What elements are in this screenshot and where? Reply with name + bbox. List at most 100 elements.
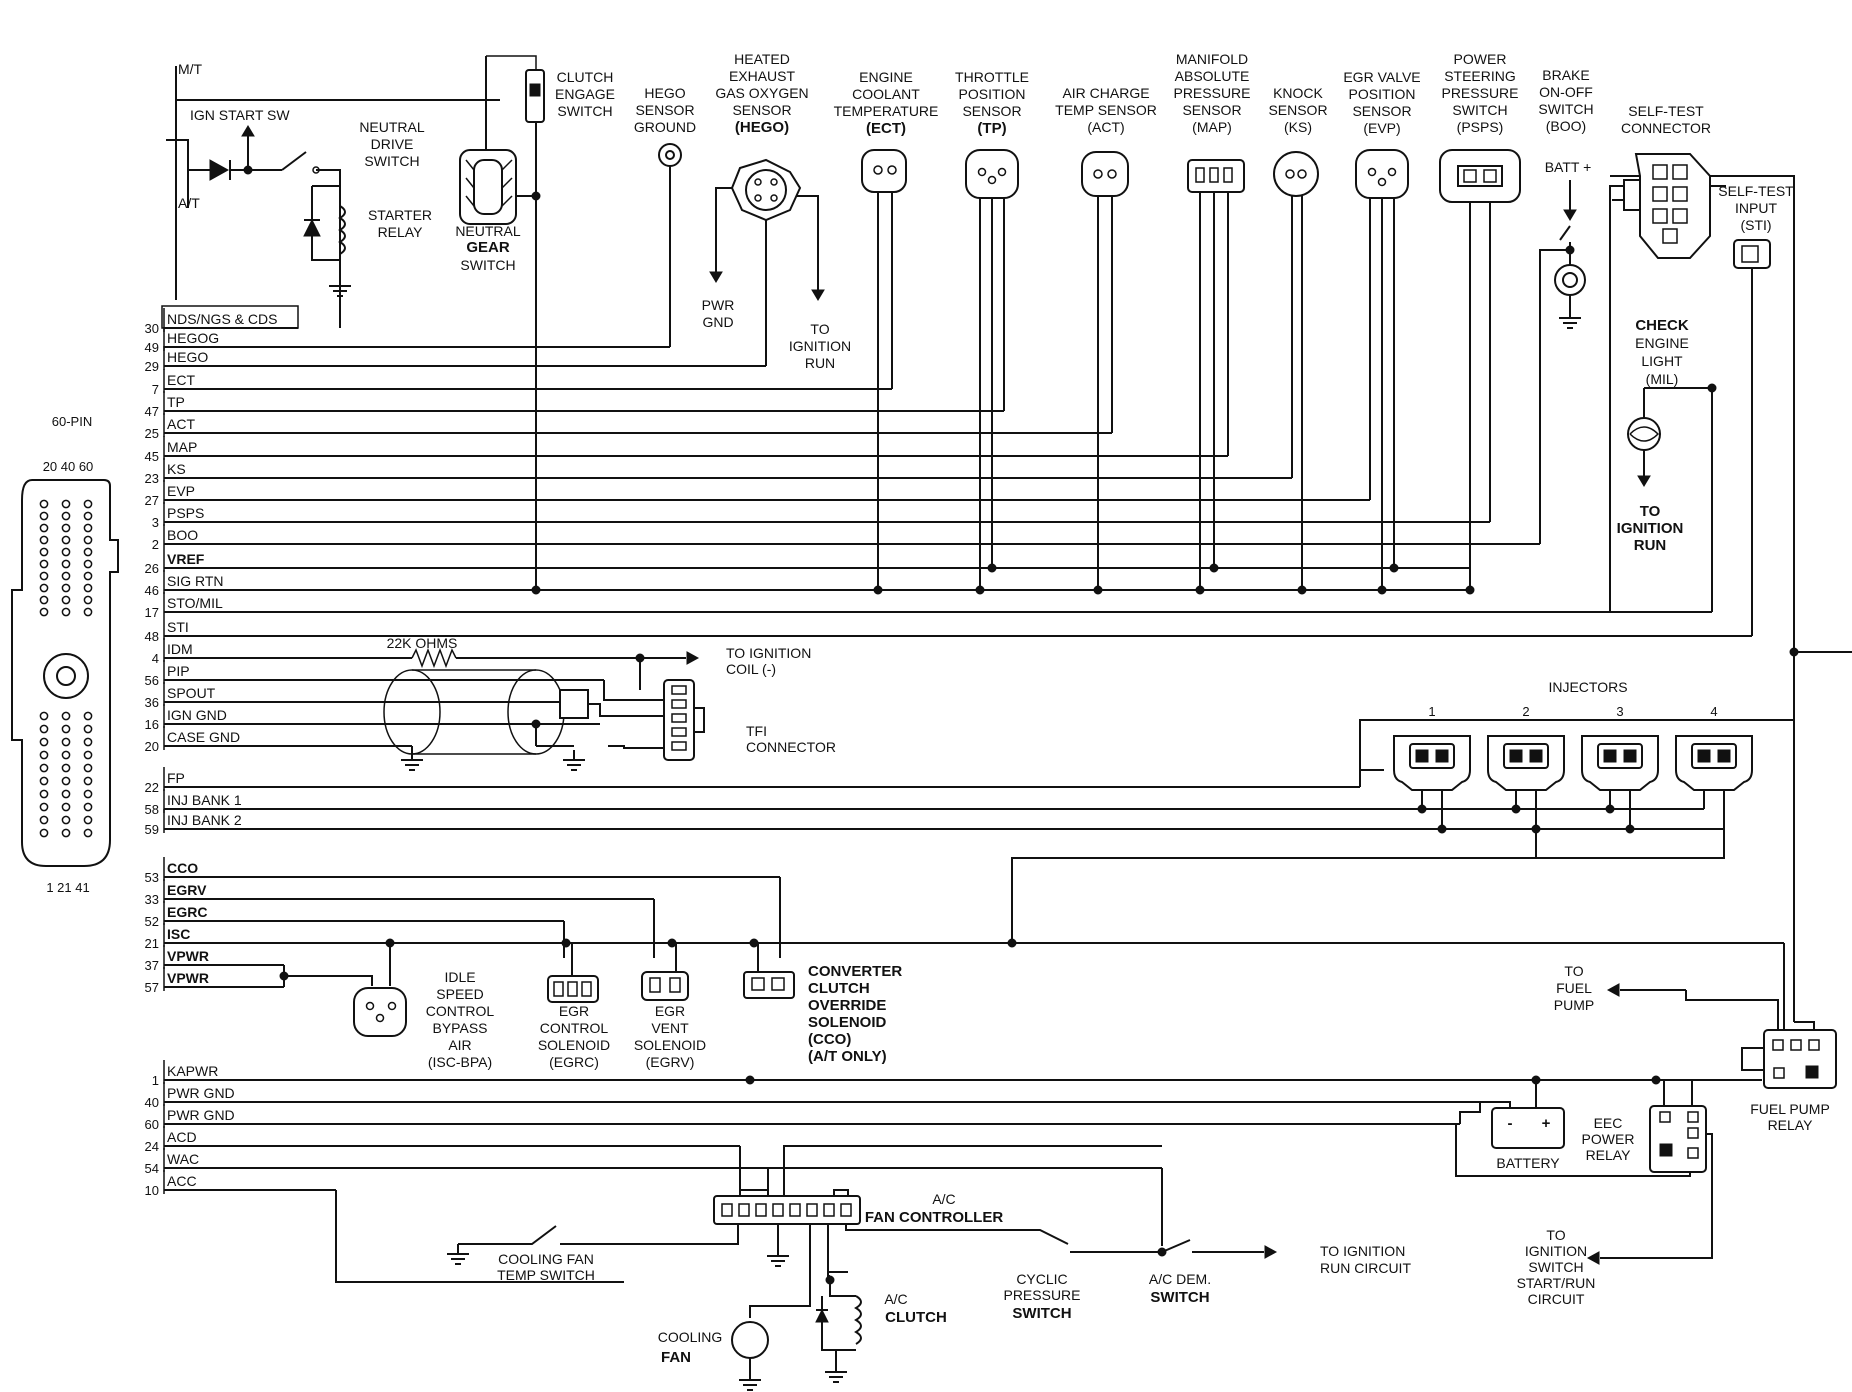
wire [715,187,740,272]
ecu-pin [83,595,93,605]
injector-pin [1529,749,1543,763]
hego-pin [770,194,778,202]
signal-name: NDS/NGS & CDS [167,311,277,327]
ecu-pin [83,711,93,721]
signal-name: TP [167,394,185,410]
ecu-pin [61,499,71,509]
injectors-label: INJECTORS [1548,679,1627,695]
psps-pin [1463,169,1477,183]
psps-terminal-block [1457,165,1503,187]
fan-controller-pin [823,1203,835,1217]
cooling-temp-label: TEMP SWITCH [497,1267,595,1283]
ign-start-label: IGN START SW [190,107,290,123]
evp_sensor-label: SENSOR [1352,103,1411,119]
resistor-label: 22K OHMS [387,635,458,651]
ecu-pin [61,828,71,838]
ecu-pin [61,763,71,773]
wire [1459,1102,1481,1124]
pin-number: 17 [145,605,159,620]
arrow-down [1563,209,1577,221]
pin-number: 54 [145,1161,159,1176]
injector-pin [1697,749,1711,763]
components [11,69,1837,1391]
splice-dot [1625,824,1635,834]
tfi-connector [663,679,695,761]
ect_sensor-label: COOLANT [852,86,920,102]
ecu-pin [61,547,71,557]
splice-dot [531,585,541,595]
ecu-pin [61,583,71,593]
pin-number: 26 [145,561,159,576]
hego_ground-label: SENSOR [635,102,694,118]
act_sensor-label: TEMP SENSOR [1055,102,1157,118]
ground-symbol [401,759,423,771]
to_fuel_pump-label: PUMP [1554,997,1594,1013]
ecu-pin [83,763,93,773]
self_test_input-label: INPUT [1735,200,1777,216]
ecu-pin [83,535,93,545]
wire [335,1190,624,1283]
wire [1794,1021,1815,1030]
fan-controller-pin [772,1203,784,1217]
psps_switch-label: PRESSURE [1441,85,1518,101]
cyclic-label: CYCLIC [1016,1271,1067,1287]
signal-name: MAP [167,439,197,455]
splice-dot [1195,585,1205,595]
act-sensor [1081,151,1129,197]
splice-dot [1377,585,1387,595]
ecu-pin [83,815,93,825]
ecu-pin [83,607,93,617]
tp-sensor [965,149,1019,199]
ecu-pin [39,828,49,838]
isc_bpa-label: BYPASS [433,1020,488,1036]
tfi_connector-label: CONNECTOR [746,739,836,755]
ground-symbol [563,759,585,771]
cco-pin [751,977,765,991]
ecu-pin [61,776,71,786]
ecu-bottom-numbers: 1 21 41 [46,880,89,895]
cooling-fan-label: FAN [661,1349,691,1366]
pin-number: 46 [145,583,159,598]
egrc_solenoid-label: SOLENOID [538,1037,610,1053]
ecu-pin [39,750,49,760]
signal-name: ACT [167,416,195,432]
ecu-pin [39,535,49,545]
pin-number: 40 [145,1095,159,1110]
ecu-pin [61,750,71,760]
wire [166,139,189,208]
signal-name: PSPS [167,505,204,521]
splice-dot [1093,585,1103,595]
clutch_engage_switch-label: CLUTCH [557,69,614,85]
map_sensor-label: SENSOR [1182,102,1241,118]
map_sensor-label: MANIFOLD [1176,51,1248,67]
signal-box [161,305,299,329]
eec-pin [1659,1111,1671,1123]
injector-pin [1603,749,1617,763]
tp-pin [997,167,1007,177]
hego_sensor-label: (HEGO) [735,119,789,136]
act-pin [1107,169,1117,179]
ks_sensor-label: (KS) [1284,119,1312,135]
splice-dot [1605,804,1615,814]
ecu-pin-count: 60-PIN [52,414,92,429]
eec_power_relay-label: POWER [1582,1131,1635,1147]
psps_switch-label: STEERING [1444,68,1516,84]
ecu-pin [61,511,71,521]
to_ignition_switch-label: SWITCH [1528,1259,1583,1275]
hego_sensor-label: SENSOR [732,102,791,118]
injector-pin [1415,749,1429,763]
ecu-pin [83,789,93,799]
hego-pin [770,178,778,186]
wire [739,1189,769,1196]
splice-dot [1651,1075,1661,1085]
neutral-drive-switch-blade [281,151,307,171]
ecu-pin [61,595,71,605]
boo_switch-label: (BOO) [1546,118,1586,134]
splice-dot [975,585,985,595]
boo-switch-blade [1559,225,1571,241]
ecu-pin [61,789,71,799]
wire [790,195,819,290]
signal-name: CASE GND [167,729,240,745]
sti-connector [1733,239,1771,269]
battery [1491,1107,1565,1149]
